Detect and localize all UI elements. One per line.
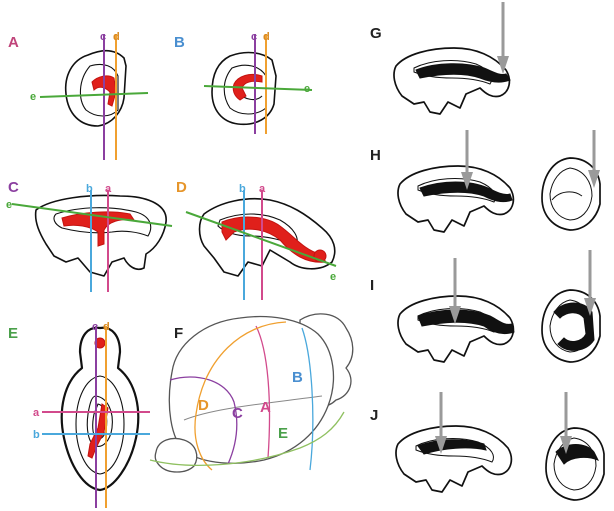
coronal-section-h (542, 158, 600, 230)
panel-i: I (370, 250, 600, 362)
plane-label-e-a: e (30, 91, 36, 103)
brain3d-label-d: D (198, 397, 209, 414)
panel-h: H (370, 130, 600, 232)
panel-letter-e: E (8, 325, 18, 342)
plane-label-e-c: e (6, 199, 12, 211)
panel-f: F B A C D E (150, 314, 353, 472)
brain3d-label-e: E (278, 425, 288, 442)
panel-letter-d: D (176, 179, 187, 196)
panel-letter-f: F (174, 325, 183, 342)
sagittal-section-j (396, 426, 511, 492)
black-tract-i (418, 310, 514, 334)
plane-label-c-e: c (92, 321, 98, 333)
panel-b: B c d e (174, 31, 312, 134)
plane-label-a-d: a (259, 183, 266, 195)
plane-label-c-a: c (100, 31, 106, 43)
panel-letter-a: A (8, 34, 19, 51)
red-tract-c (62, 212, 134, 246)
plane-label-d-b: d (263, 31, 270, 43)
panel-letter-i: I (370, 277, 374, 294)
panel-g: G (370, 2, 510, 114)
plane-e-line-b (204, 86, 312, 90)
panel-letter-b: B (174, 34, 185, 51)
plane-label-a-c: a (105, 183, 112, 195)
panel-j: J (370, 392, 604, 500)
black-tract-g (416, 64, 510, 82)
horizontal-outline-e (62, 328, 139, 490)
brain3d-label-b: B (292, 369, 303, 386)
plane-label-b-e: b (33, 429, 40, 441)
plane-label-b-c: b (86, 183, 93, 195)
brain3d-label-c: C (232, 405, 243, 422)
panel-letter-j: J (370, 407, 378, 424)
panel-letter-g: G (370, 25, 382, 42)
coronal-tract-h (552, 192, 582, 200)
coronal-inner-b (224, 65, 266, 114)
brain3d-outline (169, 317, 333, 464)
coronal-tract-j (556, 445, 598, 465)
panel-letter-c: C (8, 179, 19, 196)
plane-label-d-a: d (113, 31, 120, 43)
panel-d: D b a e (176, 179, 336, 300)
plane-e-line-a (40, 93, 148, 97)
plane-label-c-b: c (251, 31, 257, 43)
panel-letter-h: H (370, 147, 381, 164)
red-tract-d (222, 217, 326, 262)
plane-label-a-e: a (33, 407, 40, 419)
coronal-tract-i (554, 303, 594, 350)
brain3d-olfactory-bulb (155, 439, 197, 473)
brain3d-label-a: A (260, 399, 271, 416)
panel-c: C b a e (6, 179, 172, 292)
panel-a: A c d e (8, 31, 148, 160)
coronal-section-j (546, 428, 604, 500)
panel-e: E c d a b (8, 321, 150, 508)
plane-label-e-d: e (330, 271, 336, 283)
plane-label-d-e: d (103, 321, 110, 333)
plane-label-e-b: e (304, 83, 310, 95)
plane-label-b-d: b (239, 183, 246, 195)
